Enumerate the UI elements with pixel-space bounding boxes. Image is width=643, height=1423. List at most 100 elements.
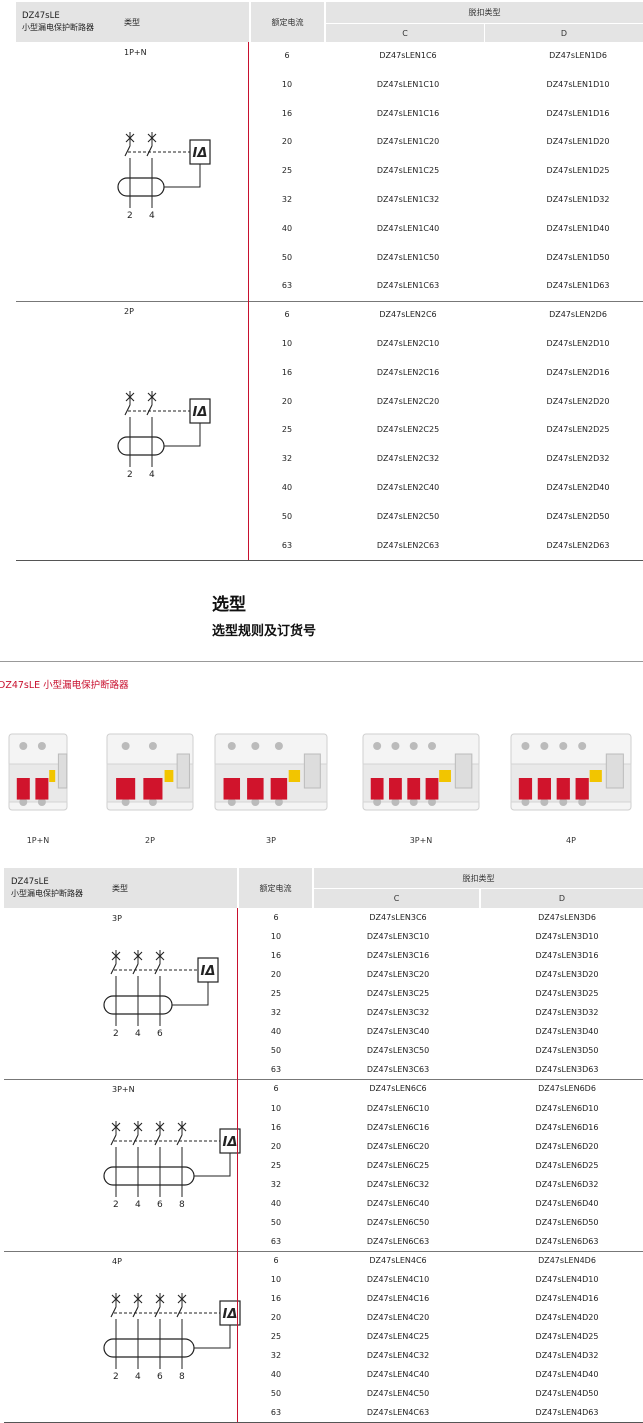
breaker-photo — [106, 733, 194, 811]
model-d: DZ47sLEN6D10 — [535, 1103, 599, 1113]
terminal-number: 6 — [157, 1029, 163, 1039]
model-d: DZ47sLEN6D6 — [538, 1084, 596, 1094]
model-c: DZ47sLEN1C20 — [376, 137, 440, 147]
model-d: DZ47sLEN1D20 — [546, 137, 610, 147]
corner-header — [4, 868, 237, 908]
model-c: DZ47sLEN4C63 — [366, 1408, 430, 1418]
model-c: DZ47sLEN2C6 — [379, 310, 437, 320]
model-d: DZ47sLEN6D32 — [535, 1179, 599, 1189]
rated-current: 40 — [270, 1027, 282, 1037]
wiring-diagram-wrap: IΔ — [96, 1291, 274, 1395]
rated-current: 40 — [281, 223, 293, 233]
product-image — [510, 724, 632, 822]
model-c: DZ47sLEN2C20 — [376, 396, 440, 406]
product-family-heading: DZ47sLE 小型漏电保护断路器 — [0, 680, 129, 691]
breaker-switch-icon — [176, 1292, 187, 1369]
corner-subtitle: 小型漏电保护断路器 — [22, 23, 94, 32]
breaker-switch-icon — [154, 950, 165, 1026]
rated-current: 63 — [270, 1065, 282, 1075]
wiring-diagram: IΔ — [103, 1121, 241, 1198]
residual-current-trip-icon: IΔ — [219, 1300, 241, 1326]
model-d: DZ47sLEN6D40 — [535, 1198, 599, 1208]
breaker-switch-icon — [154, 1121, 165, 1198]
rated-current: 25 — [281, 425, 293, 435]
rated-current: 40 — [270, 1198, 282, 1208]
residual-current-trip-icon: IΔ — [189, 398, 211, 424]
group-divider — [16, 301, 643, 303]
breaker-switch-icon — [154, 1292, 165, 1369]
group-label: 2P — [124, 307, 134, 317]
rated-current: 50 — [270, 1389, 282, 1399]
model-d: DZ47sLEN1D25 — [546, 166, 610, 176]
product-label: 4P — [566, 836, 576, 845]
model-c: DZ47sLEN1C50 — [376, 252, 440, 262]
model-d: DZ47sLEN1D16 — [546, 108, 610, 118]
model-c: DZ47sLEN6C32 — [366, 1179, 430, 1189]
svg-text:IΔ: IΔ — [193, 405, 208, 420]
model-c: DZ47sLEN1C40 — [376, 223, 440, 233]
model-d: DZ47sLEN3D10 — [535, 932, 599, 942]
model-c: DZ47sLEN3C16 — [366, 951, 430, 961]
model-c: DZ47sLEN2C10 — [376, 339, 440, 348]
rated-current: 10 — [270, 1274, 282, 1284]
terminal-number: 2 — [113, 1029, 119, 1039]
col-trip-label: 脱扣类型 — [468, 8, 501, 17]
group-divider — [4, 1250, 643, 1252]
wiring-diagram: IΔ — [103, 1292, 241, 1369]
model-d: DZ47sLEN2D10 — [546, 339, 610, 348]
terminal-number: 2 — [113, 1200, 119, 1211]
rated-current: 63 — [270, 1236, 282, 1246]
model-c: DZ47sLEN2C32 — [376, 454, 440, 464]
rated-current: 20 — [281, 396, 293, 406]
product-label: 3P — [266, 836, 276, 845]
terminal-number: 4 — [149, 470, 155, 481]
model-d: DZ47sLEN2D20 — [546, 396, 610, 406]
rated-current: 50 — [281, 252, 293, 262]
rated-current: 32 — [281, 454, 293, 464]
model-d: DZ47sLEN2D32 — [546, 454, 610, 464]
model-d: DZ47sLEN3D16 — [535, 951, 599, 961]
rated-current: 50 — [270, 1046, 282, 1056]
wiring-diagram-wrap: IΔ — [110, 130, 244, 234]
model-c: DZ47sLEN4C50 — [366, 1389, 430, 1399]
breaker-switch-icon — [124, 391, 135, 468]
col-d-label: D — [560, 28, 568, 38]
rated-current: 25 — [281, 166, 293, 176]
col-d-header: D — [485, 24, 643, 42]
model-c: DZ47sLEN3C6 — [369, 913, 427, 922]
group-label: 3P — [112, 914, 122, 923]
model-d: DZ47sLEN4D40 — [535, 1370, 599, 1380]
col-trip-header: 脱扣类型 — [314, 868, 643, 888]
rated-current: 20 — [270, 970, 282, 980]
model-c: DZ47sLEN3C20 — [366, 970, 430, 980]
model-d: DZ47sLEN4D10 — [535, 1274, 599, 1284]
col-type-header: 类型 — [112, 884, 128, 893]
model-d: DZ47sLEN1D50 — [546, 252, 610, 262]
model-d: DZ47sLEN1D10 — [546, 79, 610, 89]
model-c: DZ47sLEN4C40 — [366, 1370, 430, 1380]
rated-current: 6 — [284, 310, 290, 320]
rated-current: 63 — [281, 540, 293, 550]
rated-current: 32 — [281, 195, 293, 204]
rated-current: 63 — [270, 1408, 282, 1418]
breaker-switch-icon — [110, 950, 121, 1026]
section-subtitle: 选型规则及订货号 — [212, 624, 317, 639]
model-c: DZ47sLEN3C40 — [366, 1027, 430, 1037]
product-label: 3P+N — [409, 836, 433, 845]
breaker-switch-icon — [132, 1121, 143, 1198]
model-d: DZ47sLEN4D63 — [535, 1408, 599, 1418]
wiring-diagram-wrap: IΔ — [96, 1119, 274, 1223]
product-image — [362, 724, 480, 822]
wiring-diagram-wrap: IΔ — [96, 948, 252, 1052]
model-d: DZ47sLEN3D32 — [535, 1008, 599, 1018]
col-c-header: C — [326, 24, 484, 42]
model-d: DZ47sLEN3D63 — [535, 1065, 599, 1075]
section-divider — [0, 661, 643, 662]
rated-current: 32 — [270, 1351, 282, 1361]
breaker-switch-icon — [132, 1292, 143, 1369]
group-divider — [4, 1079, 643, 1081]
rated-current: 50 — [281, 511, 293, 521]
model-d: DZ47sLEN2D16 — [546, 367, 610, 377]
breaker-photo — [362, 733, 480, 811]
model-c: DZ47sLEN3C25 — [366, 989, 430, 999]
